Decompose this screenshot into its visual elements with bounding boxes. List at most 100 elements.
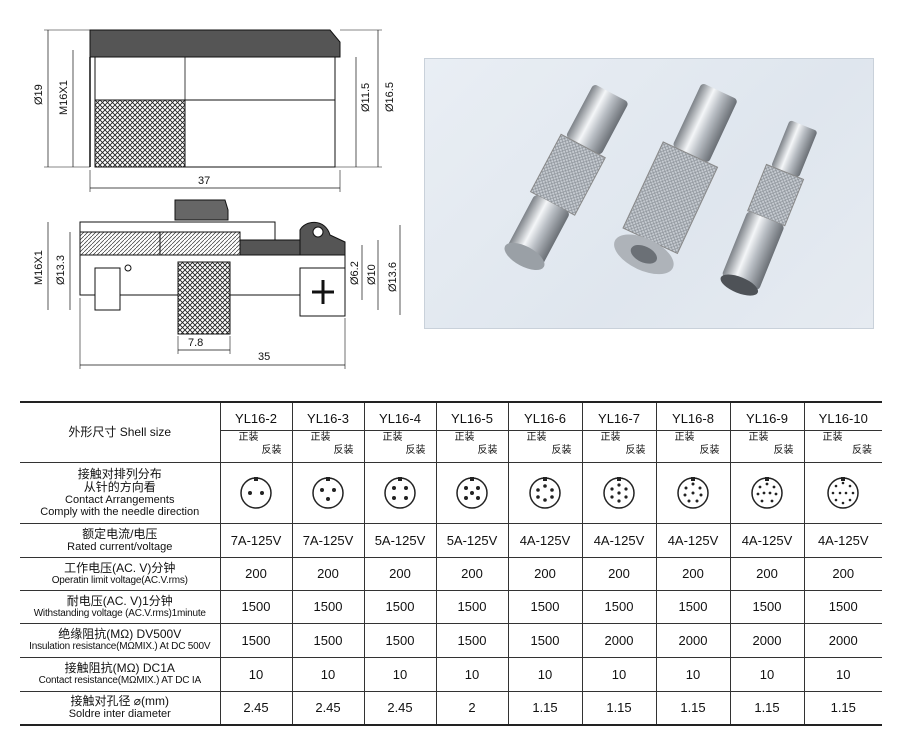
table-cell: 10 (219, 657, 292, 692)
pin-diagram-5 (435, 462, 508, 524)
table-cell: 10 (581, 657, 656, 692)
table-cell: 1.15 (581, 691, 656, 726)
table-cell: 7A-125V (219, 523, 292, 558)
table-cell: 2000 (803, 623, 882, 658)
table-cell: 1.15 (729, 691, 804, 726)
table-cell: 1.15 (655, 691, 730, 726)
table-cell: 1.15 (803, 691, 882, 726)
pin-diagram-4 (363, 462, 436, 524)
product-photo (424, 58, 874, 329)
table-cell: 2 (435, 691, 508, 726)
row-label: 接触对排列分布 从针的方向看 Contact Arrangements Comp… (20, 462, 220, 524)
table-cell: 10 (803, 657, 882, 692)
connector-image-2 (614, 84, 737, 275)
table-cell: 200 (291, 557, 364, 591)
contact-arrangement-row: 接触对排列分布 从针的方向看 Contact Arrangements Comp… (20, 462, 882, 524)
pin-diagram-10 (803, 462, 882, 524)
dim-diameter-13-6: Ø13.6 (387, 262, 399, 292)
pin-diagram-2 (219, 462, 292, 524)
table-cell: 200 (435, 557, 508, 591)
dim-diameter-16-5: Ø16.5 (384, 82, 396, 112)
pin-diagram-7 (581, 462, 656, 524)
dim-thread-bottom: M16X1 (33, 250, 45, 285)
row-label: 接触对孔径 ⌀(mm)Soldre inter diameter (20, 691, 220, 726)
table-cell: 200 (363, 557, 436, 591)
dim-thread-top: M16X1 (58, 80, 70, 115)
table-cell: 1500 (435, 590, 508, 624)
table-cell: 4A-125V (803, 523, 882, 558)
table-cell: 1500 (291, 623, 364, 658)
pin-diagram-8 (655, 462, 730, 524)
top-view-drawing: Ø19 M16X1 Ø11.5 Ø16.5 37 (33, 29, 396, 192)
dim-diameter-10: Ø10 (366, 264, 378, 285)
table-cell: 10 (655, 657, 730, 692)
dim-diameter-19: Ø19 (33, 84, 45, 105)
dim-length-7-8: 7.8 (188, 337, 203, 349)
dim-diameter-11-5: Ø11.5 (360, 83, 372, 112)
table-cell: 10 (291, 657, 364, 692)
dim-length-35: 35 (258, 351, 270, 363)
connector-image-1 (504, 85, 628, 270)
table-cell: 2.45 (291, 691, 364, 726)
dim-length-37: 37 (198, 175, 210, 187)
table-cell: 1500 (581, 590, 656, 624)
table-cell: 10 (507, 657, 582, 692)
solder-diameter-row: 接触对孔径 ⌀(mm)Soldre inter diameter 2.45 2.… (20, 691, 882, 726)
pin-diagram-3 (291, 462, 364, 524)
connector-image-3 (720, 120, 817, 296)
table-cell: 1500 (729, 590, 804, 624)
table-cell: 2000 (655, 623, 730, 658)
side-view-drawing: M16X1 Ø13.3 Ø6.2 Ø10 Ø13.6 7.8 35 (33, 199, 401, 369)
table-cell: 1500 (655, 590, 730, 624)
table-cell: 200 (803, 557, 882, 591)
table-cell: 1500 (219, 623, 292, 658)
table-cell: 5A-125V (363, 523, 436, 558)
table-cell: 4A-125V (729, 523, 804, 558)
technical-drawing: Ø19 M16X1 Ø11.5 Ø16.5 37 M16X1 Ø13.3 Ø6.… (33, 29, 401, 369)
table-cell: 10 (729, 657, 804, 692)
table-cell: 5A-125V (435, 523, 508, 558)
table-cell: 4A-125V (655, 523, 730, 558)
table-cell: 1500 (291, 590, 364, 624)
table-cell: 4A-125V (581, 523, 656, 558)
table-cell: 1500 (219, 590, 292, 624)
table-cell: 1500 (507, 623, 582, 658)
dim-diameter-6-2: Ø6.2 (349, 261, 361, 285)
shell-size-label: 外形尺寸 Shell size (20, 401, 220, 463)
table-cell: 1500 (507, 590, 582, 624)
table-cell: 200 (655, 557, 730, 591)
pin-diagram-6 (507, 462, 582, 524)
table-cell: 2000 (581, 623, 656, 658)
table-cell: 10 (435, 657, 508, 692)
table-cell: 2.45 (219, 691, 292, 726)
table-cell: 1500 (435, 623, 508, 658)
table-cell: 2000 (729, 623, 804, 658)
table-cell: 1500 (363, 590, 436, 624)
table-cell: 200 (219, 557, 292, 591)
table-cell: 2.45 (363, 691, 436, 726)
pin-diagram-9 (729, 462, 804, 524)
table-cell: 200 (581, 557, 656, 591)
table-cell: 1500 (363, 623, 436, 658)
